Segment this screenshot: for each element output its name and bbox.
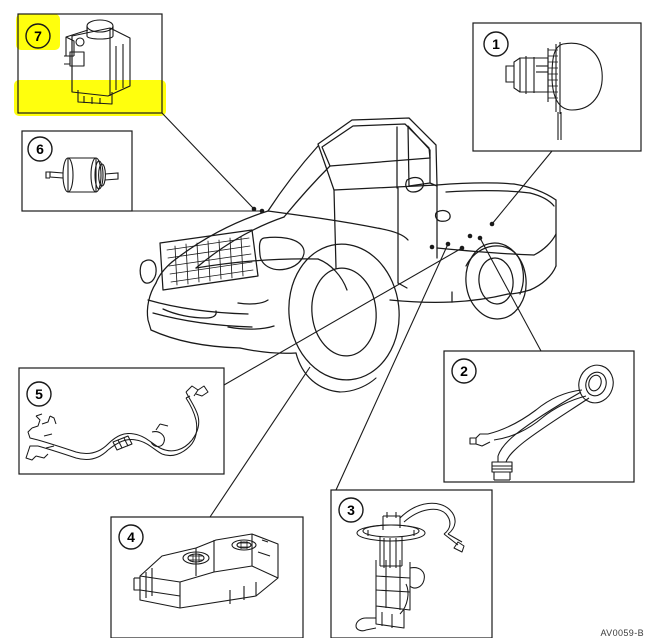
callout-number-7: 7 [34,28,42,44]
leader-dot-5 [459,245,465,251]
callout-badge-5[interactable]: 5 [26,381,52,407]
highlight-stroke-1 [14,80,166,116]
callout-number-3: 3 [347,502,355,518]
leader-line-3 [335,243,449,491]
callout-number-5: 5 [35,386,43,402]
part-drawing-6 [45,157,119,193]
callout-badge-3[interactable]: 3 [338,497,364,523]
callout-badge-2[interactable]: 2 [451,358,477,384]
callout-box-3[interactable] [330,489,493,638]
leader-line-7 [161,112,255,210]
leader-dot-1 [489,221,495,227]
part-drawing-4 [133,533,279,609]
leader-line-4 [209,366,311,518]
leader-dot-2 [477,235,483,241]
leader-dot-6 [259,208,265,214]
callout-box-2[interactable] [443,350,635,483]
figure-reference-code: AV0059-B [600,628,644,638]
leader-line-5 [223,247,463,386]
callout-badge-4[interactable]: 4 [118,524,144,550]
callout-number-1: 1 [492,36,500,52]
leader-dot-3 [445,241,451,247]
part-drawing-2 [469,364,614,481]
leader-dot-extra-a [467,233,473,239]
callout-number-2: 2 [460,363,468,379]
leader-dot-extra-b [429,244,435,250]
callout-badges: 1 2 3 4 5 6 7 [25,23,509,550]
leader-lines [132,112,553,518]
truck-illustration [139,117,557,393]
callout-box-5[interactable] [18,367,225,475]
callout-box-6[interactable] [21,130,133,212]
callout-badge-1[interactable]: 1 [483,31,509,57]
callout-badge-6[interactable]: 6 [27,136,53,162]
callout-number-4: 4 [127,529,135,545]
callout-box-1[interactable] [472,22,642,152]
part-drawing-3 [355,502,465,632]
callout-box-4[interactable] [110,516,304,638]
part-drawing-1 [505,42,603,140]
callout-badge-7[interactable]: 7 [25,23,51,49]
leader-line-1 [491,150,553,225]
callout-number-6: 6 [36,141,44,157]
leader-dots [251,206,495,251]
leader-dot-7 [251,206,257,212]
part-drawing-5 [25,385,209,461]
callout-box-7[interactable] [17,13,163,114]
part-drawing-7 [64,19,131,105]
